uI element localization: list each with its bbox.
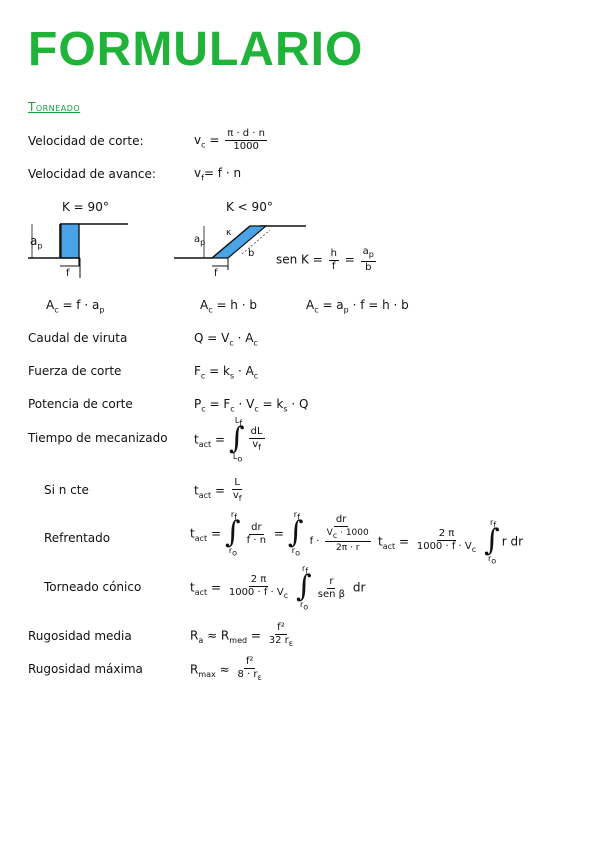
label-f-right: f [214,268,218,279]
formula-fuerza-corte: Fc = ks · Ac [194,364,259,381]
label-caudal-viruta: Caudal de viruta [28,331,128,345]
formula-area-3: Ac = ap · f = h · b [306,298,409,315]
formula-velocidad-avance: vf= f · n [194,166,242,183]
page-title: FORMULARIO [28,23,364,76]
label-b: b [248,248,255,259]
chip-area-right [210,225,268,259]
label-si-n-cte: Si n cte [44,483,89,497]
chip-area-left [60,223,80,259]
formula-area-1: Ac = f · ap [46,298,105,315]
label-rugosidad-maxima: Rugosidad máxima [28,662,143,676]
label-potencia-corte: Potencia de corte [28,397,133,411]
label-ap-right: ap [194,234,206,247]
diagram-left-title: K = 90° [62,200,109,214]
section-heading: Torneado [28,100,81,114]
label-rugosidad-media: Rugosidad media [28,629,132,643]
label-velocidad-corte: Velocidad de corte: [28,134,144,148]
formula-potencia-corte: Pc = Fc · Vc = ks · Q [194,397,309,414]
label-fuerza-corte: Fuerza de corte [28,364,122,378]
label-tiempo-mecanizado: Tiempo de mecanizado [28,431,168,445]
label-kappa: κ [226,228,232,238]
label-f-left: f [66,268,70,279]
label-velocidad-avance: Velocidad de avance: [28,167,156,181]
label-ap-left: ap [30,234,43,251]
diagram-right-title: K < 90° [226,200,273,214]
formula-caudal-viruta: Q = Vc · Ac [194,331,258,348]
chip-section-diagram [28,223,306,278]
label-refrentado: Refrentado [44,531,111,545]
formula-area-2: Ac = h · b [200,298,257,315]
label-torneado-conico: Torneado cónico [44,580,142,594]
